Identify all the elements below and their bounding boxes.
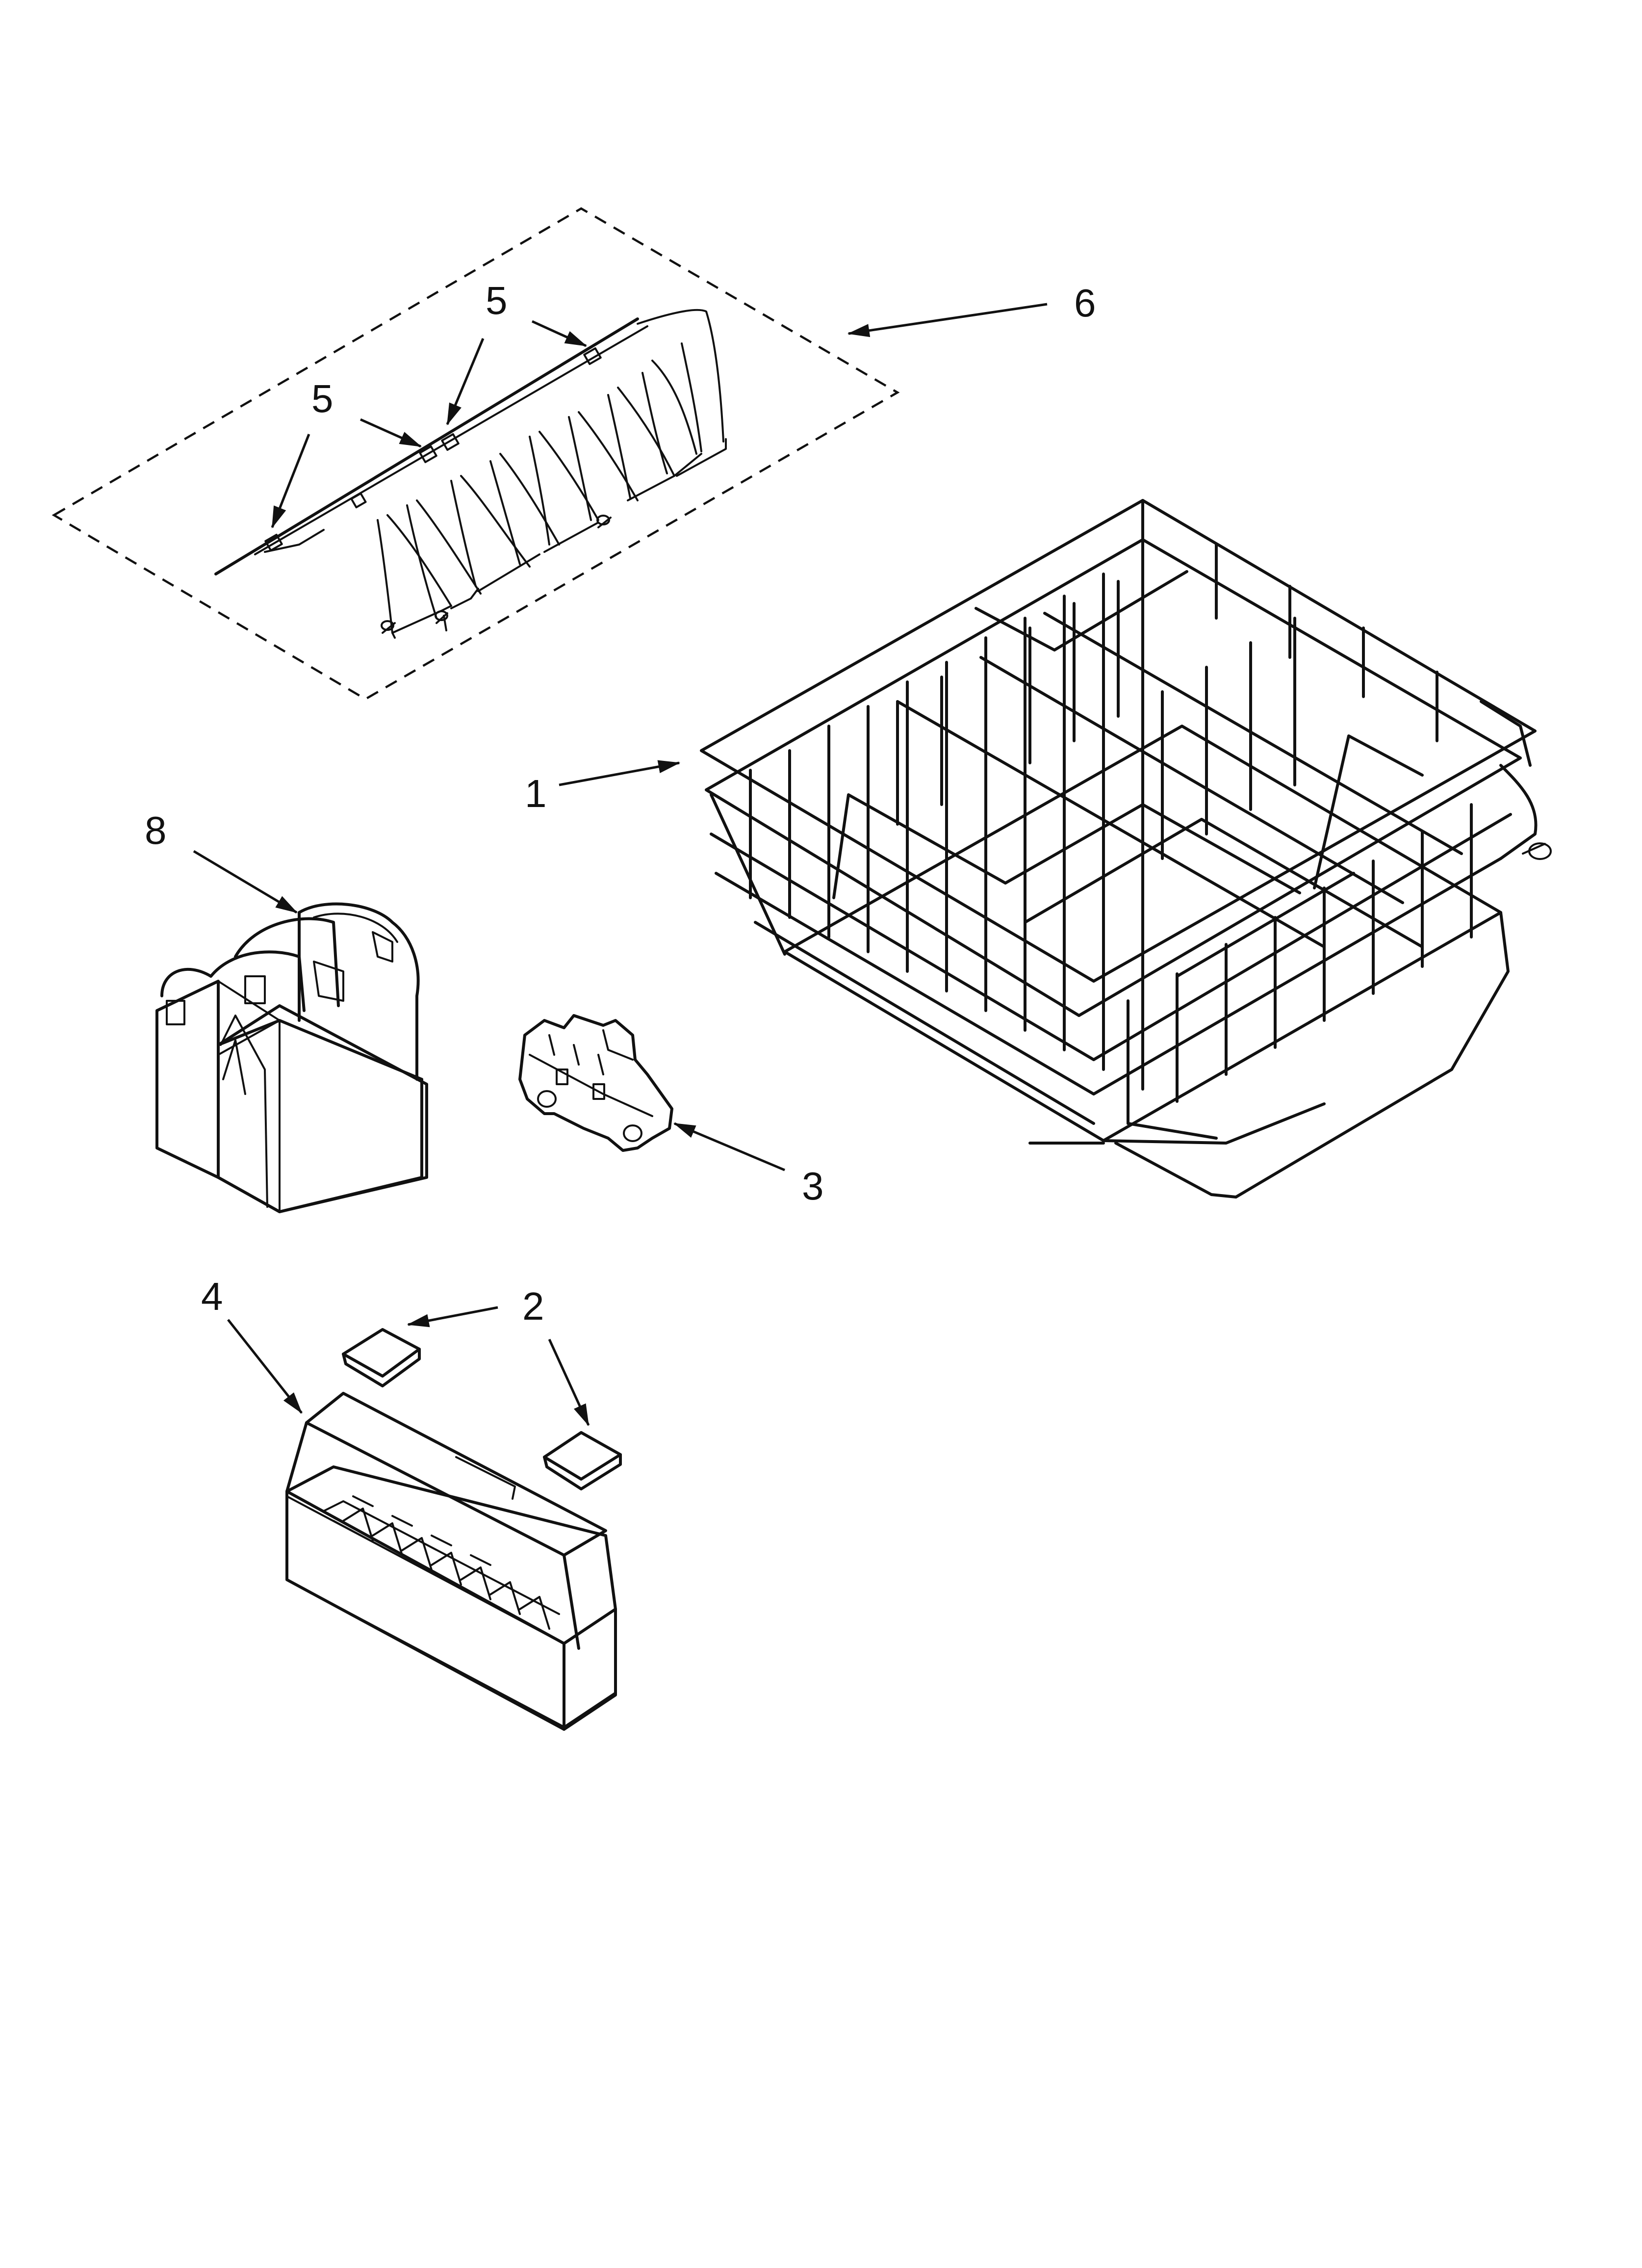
callout-5-lower: 5 — [311, 377, 334, 420]
callout-6: 6 — [1074, 281, 1096, 325]
tine-row-assembly — [51, 207, 900, 701]
silverware-basket-long — [285, 1392, 617, 1731]
tines — [377, 309, 727, 639]
leader-2-upper — [407, 1306, 498, 1328]
bottom-clips — [381, 515, 612, 634]
rack-bracket — [518, 1014, 673, 1152]
callout-3: 3 — [802, 1164, 824, 1208]
callout-1: 1 — [525, 772, 547, 815]
rack-tines — [832, 570, 1463, 978]
lower-dish-rack — [700, 499, 1552, 1199]
leader-8 — [193, 850, 298, 914]
rod-clips — [264, 347, 602, 552]
callout-2: 2 — [522, 1284, 544, 1328]
dashed-boundary — [51, 207, 900, 701]
basket-cover-upper — [342, 1328, 421, 1387]
rack-rails — [710, 700, 1552, 1145]
silverware-basket-divided — [155, 902, 428, 1213]
callout-5-upper: 5 — [486, 279, 508, 322]
basket-cover-lower — [543, 1431, 622, 1490]
leader-5-upper-right — [531, 320, 588, 347]
leader-1 — [559, 760, 681, 786]
callout-8: 8 — [145, 808, 167, 852]
leader-5-upper-left — [446, 338, 485, 426]
rack-side-wires — [710, 499, 1473, 1125]
leader-4 — [227, 1319, 303, 1414]
leader-2-lower — [548, 1338, 590, 1427]
leader-5-lower-left — [271, 434, 310, 529]
basket-compartments — [323, 1495, 560, 1640]
leader-5-lower-right — [359, 418, 422, 448]
callout-4: 4 — [201, 1275, 223, 1318]
leader-3 — [673, 1122, 785, 1172]
leader-6 — [847, 303, 1048, 338]
